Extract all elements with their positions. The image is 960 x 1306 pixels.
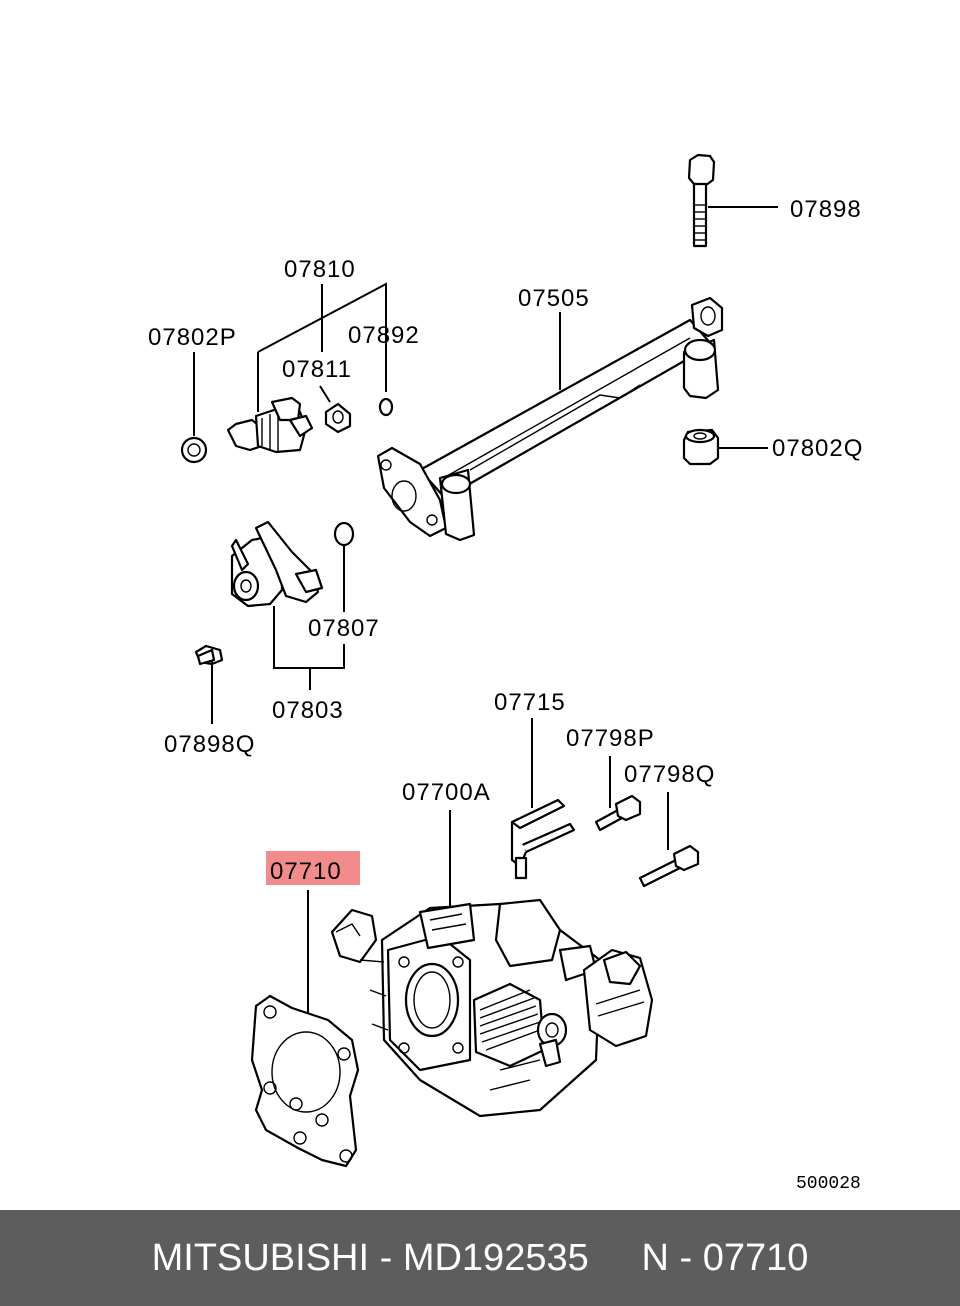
part-caption: MITSUBISHI - MD192535 N - 07710 xyxy=(151,1236,809,1279)
label-07802P: 07802P xyxy=(148,324,237,351)
fuel-rail-07505 xyxy=(376,296,724,542)
o-ring-07807 xyxy=(333,521,355,547)
screw-07798P xyxy=(594,794,642,832)
diagram-number: 500028 xyxy=(796,1174,861,1194)
diagram-svg: 07898 07505 07802Q 07810 07892 07811 xyxy=(148,153,863,1194)
label-07898Q: 07898Q xyxy=(164,731,255,758)
bracket-07715 xyxy=(510,798,576,880)
label-07798Q: 07798Q xyxy=(624,761,715,788)
label-07811: 07811 xyxy=(282,356,352,383)
footer-bar: MITSUBISHI - MD192535 N - 07710 xyxy=(0,1210,960,1306)
parts-diagram: 07898 07505 07802Q 07810 07892 07811 xyxy=(148,153,863,1194)
label-07505: 07505 xyxy=(518,285,590,312)
label-07898: 07898 xyxy=(790,196,862,223)
bolt-07898 xyxy=(687,153,716,248)
label-07892: 07892 xyxy=(348,322,420,349)
collar-07802Q xyxy=(682,428,720,466)
pressure-regulator-07803 xyxy=(230,520,324,608)
label-07715: 07715 xyxy=(494,689,566,716)
label-07810: 07810 xyxy=(284,256,356,283)
label-07807: 07807 xyxy=(308,615,380,642)
highlight-07710 xyxy=(266,851,360,885)
gasket-07710 xyxy=(250,994,360,1168)
label-07803: 07803 xyxy=(272,697,344,724)
o-ring-07892 xyxy=(378,397,394,417)
injector-07810 xyxy=(226,396,314,454)
screw-07798Q xyxy=(638,844,700,888)
grommet-07811 xyxy=(324,402,352,434)
label-07802Q: 07802Q xyxy=(772,435,863,462)
label-07710: 07710 xyxy=(270,858,342,885)
seal-07802P xyxy=(180,436,208,464)
throttle-body-07700A xyxy=(330,898,654,1118)
bolt-07898Q xyxy=(194,644,224,666)
label-07700A: 07700A xyxy=(402,779,491,806)
label-07798P: 07798P xyxy=(566,725,655,752)
